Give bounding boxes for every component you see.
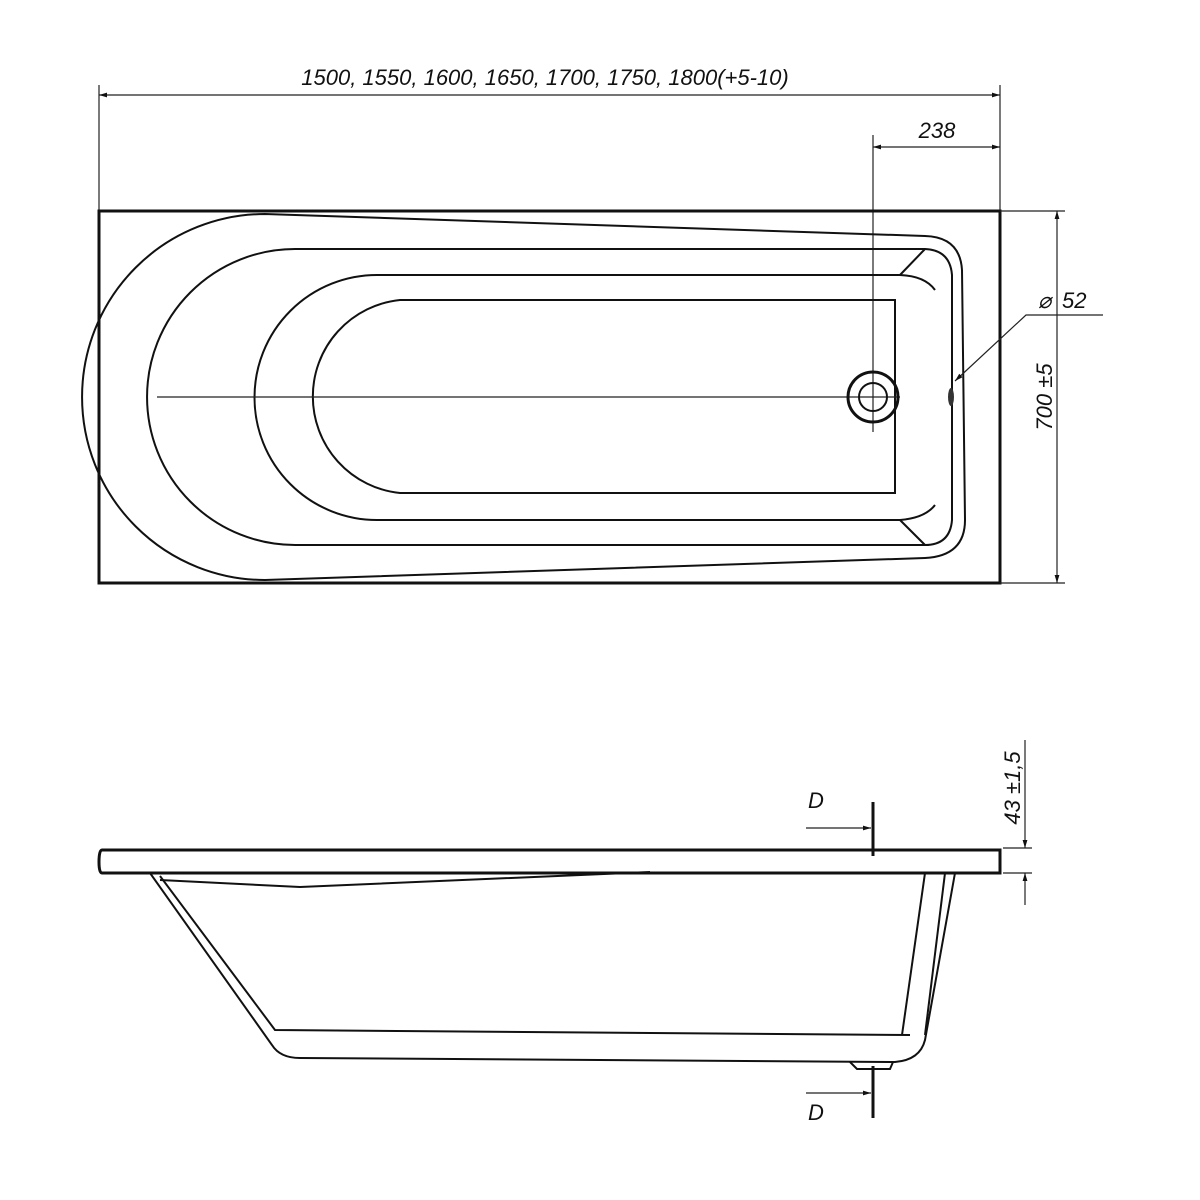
overflow-diameter-text: 52 [1062,288,1086,313]
tub-body-outline [149,872,956,1064]
rim-height-text: 43 ±1,5 [1000,751,1025,825]
corner-line [899,519,926,546]
corner-line [899,248,926,276]
top-view: 1500, 1550, 1600, 1650, 1700, 1750, 1800… [81,65,1103,585]
bowl-outer-contour [81,212,967,582]
rim-outline [97,209,1002,585]
drain-outer-icon [846,370,900,424]
bowl-contour-2 [146,248,953,546]
drain-offset-text: 238 [918,118,956,143]
tub-end-wall [924,872,946,1036]
width-dimension-text: 700 ±5 [1032,363,1057,431]
tub-inner-top [159,871,651,889]
bowl-bottom-contour [311,299,896,494]
rim-side [97,848,1002,875]
overflow-leader-line [954,314,1103,382]
side-view: D D 43 ±1,5 [97,740,1032,1125]
length-dimension-text: 1500, 1550, 1600, 1650, 1700, 1750, 1800… [301,65,788,90]
section-bottom-label: D [808,1100,824,1125]
tub-end-wall [901,872,926,1036]
section-top-label: D [808,788,824,813]
tub-inner-bottom [159,875,911,1036]
diameter-symbol: ⌀ [1038,288,1054,313]
overflow-hole-icon [948,388,954,406]
drain-inner-icon [858,382,888,412]
